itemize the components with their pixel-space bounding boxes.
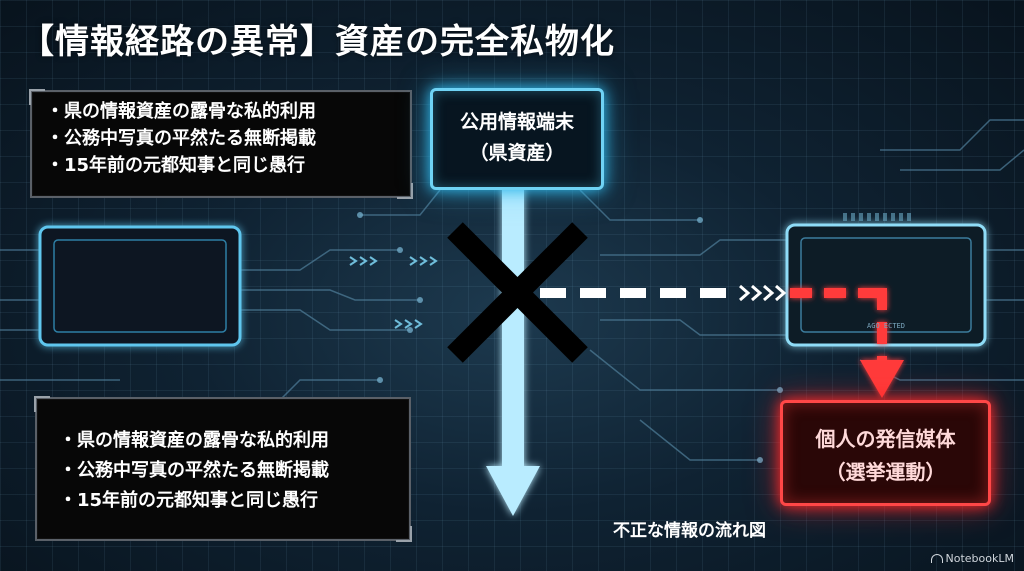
downward-flow-arrow — [486, 184, 540, 516]
media-label: 個人の発信媒体 — [815, 427, 956, 451]
x-mark-icon — [447, 222, 588, 363]
decorative-dots — [843, 213, 911, 221]
note-item: ・15年前の元都知事と同じ愚行 — [59, 490, 319, 511]
bottom-note-box: ・県の情報資産の露骨な私的利用 ・公務中写真の平然たる無断掲載 ・15年前の元都… — [34, 396, 412, 542]
right-panel-label: AGO ECTED — [867, 322, 905, 330]
notebooklm-icon — [930, 554, 943, 563]
watermark: NotebookLM — [930, 552, 1014, 565]
leak-dashed-line — [540, 284, 787, 302]
note-item: ・15年前の元都知事と同じ愚行 — [46, 155, 306, 176]
public-terminal-node: 公用情報端末 （県資産） — [430, 88, 604, 190]
flow-chevrons-left — [349, 256, 438, 329]
left-chip-panel — [38, 225, 242, 347]
note-item: ・県の情報資産の露骨な私的利用 — [59, 430, 329, 451]
circuit-traces — [0, 119, 1024, 461]
note-item: ・県の情報資産の露骨な私的利用 — [46, 101, 316, 122]
top-note-box: ・県の情報資産の露骨な私的利用 ・公務中写真の平然たる無断掲載 ・15年前の元都… — [29, 89, 413, 199]
right-chip-panel — [785, 223, 987, 347]
diagram-caption: 不正な情報の流れ図 — [613, 521, 766, 541]
red-leak-path — [790, 288, 904, 398]
terminal-sublabel: （県資産） — [469, 142, 565, 164]
page-title: 【情報経路の異常】資産の完全私物化 — [20, 22, 615, 62]
media-sublabel: （選挙運動） — [825, 460, 946, 484]
personal-media-node: 個人の発信媒体 （選挙運動） — [780, 400, 991, 506]
watermark-text: NotebookLM — [945, 552, 1014, 565]
note-item: ・公務中写真の平然たる無断掲載 — [59, 460, 329, 481]
circuit-nodes — [357, 212, 783, 463]
note-item: ・公務中写真の平然たる無断掲載 — [46, 128, 316, 149]
terminal-label: 公用情報端末 — [459, 111, 574, 133]
